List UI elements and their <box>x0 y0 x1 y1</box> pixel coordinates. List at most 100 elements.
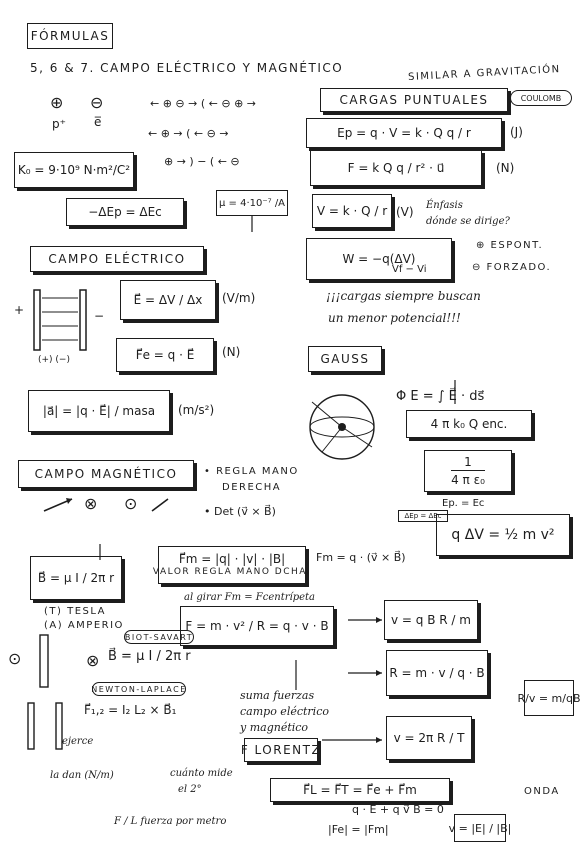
accel-formula: |a⃗| = |q · E⃗| / masa <box>42 404 156 418</box>
charge-rule-1: ← ⊕ ⊖ → ( ← ⊖ ⊕ → <box>150 97 256 110</box>
regla-label: • REGLA MANO <box>204 466 299 477</box>
charge-rule-2: ← ⊕ → ( ← ⊖ → <box>148 127 229 140</box>
campo-electrico-note: campo eléctrico <box>240 705 329 718</box>
v-box: V = k · Q / r <box>312 194 392 228</box>
v-note-1: Énfasis <box>426 200 463 211</box>
k0-box: K₀ = 9·10⁹ N·m²/C² <box>14 152 134 188</box>
mu-box: μ = 4·10⁻⁷ /A <box>216 190 288 216</box>
v-formula: V = k · Q / r <box>316 204 388 218</box>
b-wire-formula: B⃗ = μ I / 2π r <box>108 649 191 664</box>
biot-label: BIOT-SAVART <box>124 632 194 642</box>
coulomb-label: COULOMB <box>520 93 562 103</box>
f12-formula: F⃗₁,₂ = I₂ L₂ × B⃗₁ <box>84 703 177 717</box>
mu-formula: μ = 4·10⁻⁷ /A <box>218 197 286 209</box>
v-ratio-formula: v = |E| / |B| <box>448 821 512 835</box>
plus-charge-icon: ⊕ <box>50 93 64 112</box>
onda-label: ONDA <box>524 786 560 797</box>
b-solenoid-formula: B⃗ = μ I / 2π r <box>37 571 115 585</box>
f-coulomb-box: F = k Q q / r² · u⃗ <box>310 150 482 186</box>
e-field-box: E⃗ = ΔV / Δx <box>120 280 216 320</box>
campo-magnetico-box: CAMPO MAGNÉTICO <box>18 460 194 488</box>
k0-formula: K₀ = 9·10⁹ N·m²/C² <box>17 163 131 177</box>
cargas-puntuales-box: CARGAS PUNTUALES <box>320 88 508 112</box>
v-ratio-box: v = |E| / |B| <box>449 814 511 842</box>
similar-note: SIMILAR A GRAVITACIÓN <box>407 64 561 83</box>
forzado-label: ⊖ FORZADO. <box>472 262 552 273</box>
campo-electrico-title: CAMPO ELÉCTRICO <box>48 252 186 266</box>
campo-electrico-box: CAMPO ELÉCTRICO <box>30 246 204 272</box>
charge-rule-3: ⊕ → ) − ( ← ⊖ <box>164 155 240 168</box>
suma-fuerzas-note: suma fuerzas <box>240 689 315 702</box>
energy-box: −ΔEp = ΔEc <box>66 198 184 226</box>
into-page-icon: ⊗ <box>84 494 98 513</box>
laplace-tag: Newton-LAPLACE <box>91 682 187 696</box>
fc-formula: F = m · v² / R = q · v · B <box>185 619 329 633</box>
page-subtitle: 5, 6 & 7. CAMPO ELÉCTRICO Y MAGNÉTICO <box>30 61 344 75</box>
plate-plus-label: + <box>14 303 25 317</box>
accel-box: |a⃗| = |q · E⃗| / masa <box>28 390 170 432</box>
force-units: (N) <box>222 345 241 359</box>
r-formula: R = m · v / q · B <box>389 666 485 680</box>
bottom-note-3: cuánto mide <box>170 768 233 779</box>
florentz-box: F LORENTZ <box>240 738 322 762</box>
ep-units: (J) <box>510 125 523 139</box>
w-formula: W = −q(ΔV) <box>342 252 416 266</box>
det-label: • Det (v⃗ × B⃗) <box>204 505 276 518</box>
accel-units: (m/s²) <box>178 403 215 417</box>
ep-ec-tag: ΔEp = ΔEc <box>404 512 442 520</box>
flx-box: F⃗m = |q| · |v| · |B| VALOR REGLA MANO D… <box>153 546 310 584</box>
ejerce-label: ejerce <box>62 736 94 747</box>
cargas-puntuales-title: CARGAS PUNTUALES <box>339 93 489 107</box>
w-sub: Vf − Vi <box>392 264 427 275</box>
fc-box: F = m · v² / R = q · v · B <box>180 606 334 646</box>
coulomb-tag: COULOMB <box>510 90 572 106</box>
wire-out-icon: ⊙ <box>8 649 22 668</box>
w-box: W = −q(ΔV) <box>306 238 452 280</box>
wire-in-icon: ⊗ <box>86 651 100 670</box>
q-enc-formula: 4 π k₀ Q enc. <box>430 417 508 431</box>
q-enc-box: 4 π k₀ Q enc. <box>406 410 532 438</box>
lorentz-sum-formula: F⃗L = F⃗T = F⃗e + F⃗m <box>303 783 417 797</box>
fm-vector-formula: Fm = q · (v⃗ × B⃗) <box>316 551 406 564</box>
campo-magnetico-title: CAMPO MAGNÉTICO <box>34 467 178 481</box>
ep-ec-label: Ep. = Ec <box>442 498 485 509</box>
title-box: FÓRMULAS <box>27 23 113 49</box>
f-coulomb-formula: F = k Q q / r² · u⃗ <box>347 161 445 175</box>
period-formula: v = 2π R / T <box>393 731 465 745</box>
biot-tag: BIOT-SAVART <box>124 630 194 644</box>
flx-note: VALOR REGLA MANO DCHA. <box>152 566 312 577</box>
ep-ec-tag-box: ΔEp = ΔEc <box>398 510 448 522</box>
out-of-page-icon: ⊙ <box>124 494 138 513</box>
potential-note-1: ¡¡¡cargas siempre buscan <box>326 289 481 303</box>
v-qbr-box: v = q B R / m <box>384 600 478 640</box>
ep-box: Ep = q · V = k · Q q / r <box>306 118 502 148</box>
kinetic-formula: q ΔV = ½ m v² <box>451 527 555 543</box>
plate-minus-label: − <box>94 309 105 323</box>
rv-formula: R/v = m/qB <box>517 691 581 705</box>
rv-box: R/v = m/qB <box>517 680 581 716</box>
minus-charge-icon: ⊖ <box>90 93 104 112</box>
potential-note-2: un menor potencial!!! <box>328 311 461 325</box>
epsilon-den: 4 π ε₀ <box>451 469 485 487</box>
derecha-label: DERECHA <box>222 482 282 493</box>
laplace-label: Newton-LAPLACE <box>91 684 187 694</box>
campo-magnetico-note: y magnético <box>240 721 309 734</box>
force-formula: F⃗e = q · E⃗ <box>135 348 195 362</box>
proton-label: p⁺ <box>52 117 66 131</box>
energy-formula: −ΔEp = ΔEc <box>88 205 162 219</box>
florentz-label: F LORENTZ <box>240 743 322 757</box>
e-field-formula: E⃗ = ΔV / Δx <box>133 293 203 307</box>
e-field-units: (V/m) <box>222 291 256 305</box>
electron-label: e̅ <box>94 115 102 129</box>
lorentz-sum-box: F⃗L = F⃗T = F⃗e + F⃗m <box>270 778 450 802</box>
bottom-note-4: el 2° <box>178 784 202 795</box>
fe-fm-formula: |Fe| = |Fm| <box>328 823 389 836</box>
bottom-note-2: F / L fuerza por metro <box>114 816 227 827</box>
gauss-box: GAUSS <box>308 346 382 372</box>
period-box: v = 2π R / T <box>386 716 472 760</box>
amperio-label: (A) AMPERIO <box>44 620 124 631</box>
qe-qvb-formula: q · E⃗ + q v⃗ B⃗ = 0 <box>352 803 444 816</box>
flx-formula: F⃗m = |q| · |v| · |B| <box>178 551 286 566</box>
ep-formula: Ep = q · V = k · Q q / r <box>337 126 471 140</box>
v-qbr-formula: v = q B R / m <box>391 613 471 627</box>
